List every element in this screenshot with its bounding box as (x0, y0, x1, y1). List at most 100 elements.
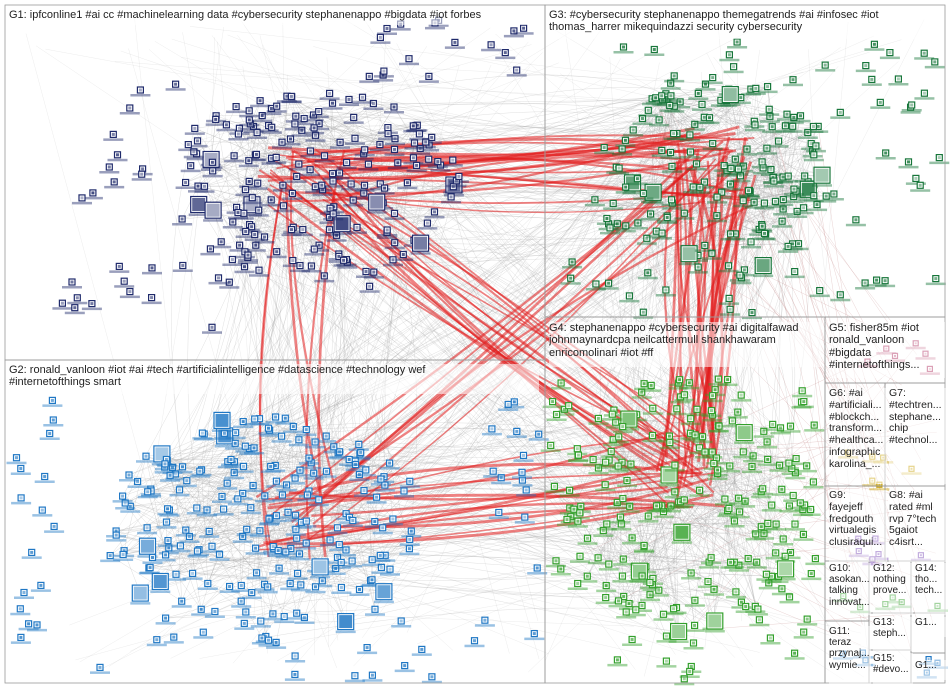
edge (185, 141, 283, 183)
edge (211, 484, 287, 547)
edge (790, 509, 804, 553)
edge (226, 187, 385, 484)
edge (201, 469, 209, 584)
edge (798, 189, 809, 244)
edge (221, 229, 304, 421)
edge (296, 176, 304, 230)
g4-node (734, 424, 755, 445)
group-label-g10: G10: asokan... talking innovat... (829, 563, 871, 615)
edge (256, 154, 394, 260)
edge (384, 100, 722, 556)
edge (164, 463, 257, 573)
edge (359, 126, 814, 475)
edge (681, 532, 759, 610)
edge (636, 414, 731, 563)
edge (253, 100, 261, 127)
edge (271, 199, 713, 624)
edge (201, 189, 323, 470)
edge (116, 509, 208, 532)
edge (666, 98, 786, 127)
edge (308, 144, 382, 459)
edge (612, 439, 679, 632)
edge (232, 259, 628, 481)
edge (212, 210, 791, 553)
edge (684, 88, 752, 214)
edge (330, 539, 742, 603)
edge (394, 133, 420, 139)
edge (728, 432, 745, 509)
edge (123, 456, 147, 551)
edge (247, 117, 354, 256)
edge (243, 466, 385, 592)
edge (628, 474, 670, 604)
edge (617, 466, 637, 610)
edge (606, 497, 739, 586)
edge (230, 459, 667, 637)
edge (161, 453, 265, 497)
edge (726, 170, 774, 178)
edge (635, 511, 664, 610)
edge (269, 159, 429, 431)
edge (170, 128, 196, 467)
edge (254, 105, 675, 235)
g2-node (212, 411, 232, 432)
edge (621, 523, 768, 525)
edge (245, 429, 307, 447)
edge (245, 138, 291, 232)
edge (145, 456, 202, 610)
group-label-g8: G8: #ai rated #ml rvp 7°tech 5gaiot c4is… (889, 490, 947, 562)
edge (116, 527, 148, 532)
edge (232, 259, 412, 532)
edge (355, 117, 705, 462)
edge (694, 124, 731, 185)
g1-node (203, 201, 224, 222)
edge (160, 470, 301, 582)
edge (295, 116, 364, 194)
edge (374, 199, 596, 610)
edge (122, 448, 250, 555)
edge (212, 162, 272, 201)
edge (243, 213, 315, 250)
edge (409, 479, 606, 549)
edge (151, 389, 716, 492)
edge (299, 553, 679, 632)
edge (761, 148, 768, 225)
group-label-g9: G9: fayejeff fredgouth virtualegis clusi… (829, 490, 887, 562)
group-label-g11: G11: teraz przynaj... wymie... (829, 626, 871, 684)
edge (353, 117, 365, 150)
edge (656, 505, 759, 610)
edge (598, 467, 782, 490)
edge (172, 467, 772, 577)
edge (204, 158, 272, 187)
group-label-g7: G7: #techtren... stephane... chip #techn… (889, 388, 947, 484)
edge (258, 245, 320, 637)
edge (207, 583, 242, 602)
edge (150, 515, 277, 568)
edge (175, 418, 599, 475)
edge (239, 123, 251, 246)
edge (778, 141, 784, 200)
edge (691, 572, 772, 577)
edge (681, 466, 753, 533)
edge (628, 418, 756, 607)
edge (212, 162, 756, 607)
edge (277, 259, 394, 551)
edge (262, 111, 319, 116)
edge (299, 553, 338, 558)
edge (330, 527, 383, 541)
edge (623, 511, 740, 597)
edge (750, 125, 786, 242)
group-label-g3: G3: #cybersecurity stephanenappo themega… (549, 9, 944, 39)
edge (781, 115, 801, 222)
edge (355, 182, 408, 465)
edge (616, 166, 806, 191)
edge (264, 236, 624, 597)
edge (362, 97, 385, 189)
edge (673, 93, 699, 134)
edge (727, 462, 790, 511)
edge (338, 256, 360, 445)
edge (167, 460, 193, 574)
edge (125, 469, 202, 504)
edge (201, 527, 383, 610)
edge (245, 231, 737, 593)
